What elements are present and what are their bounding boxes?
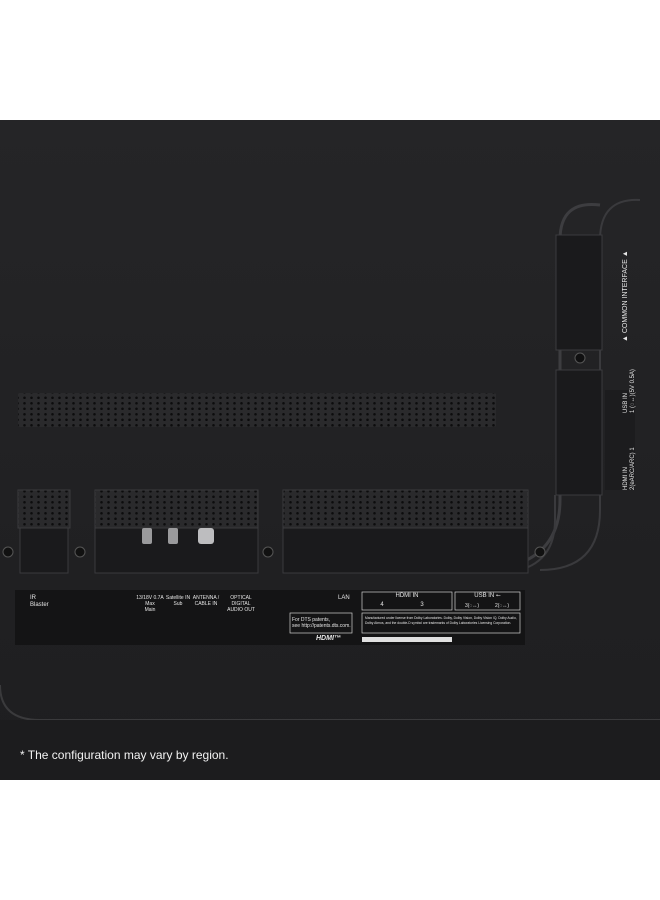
satellite-sub-connector xyxy=(168,528,178,544)
usb-in-label: USB IN ⭠ xyxy=(474,593,501,599)
hdmi-port-4-label: 4 xyxy=(380,602,384,608)
grille-block-antenna xyxy=(94,489,259,529)
dolby-notice: Manufactured under license from Dolby La… xyxy=(365,616,517,625)
label-strip xyxy=(15,590,525,645)
cable-cover-upper xyxy=(555,234,603,351)
frame-bottom xyxy=(0,720,660,780)
hdmi-port-3-label: 3 xyxy=(420,602,424,608)
tv-rear-panel-illustration xyxy=(0,120,660,780)
satellite-main-connector xyxy=(142,528,152,544)
grille-block-hdmi xyxy=(282,489,529,529)
tv-back-surface xyxy=(0,120,660,780)
usb-port-2-label: 2(◌↔) xyxy=(494,603,510,609)
common-interface-label: ▲ COMMON INTERFACE ▲ xyxy=(622,250,629,342)
region-footnote: * The configuration may vary by region. xyxy=(20,748,229,762)
grille-block-ir xyxy=(17,489,71,529)
serial-bar xyxy=(362,637,452,642)
cable-cover-lower xyxy=(555,369,603,496)
antenna-connector xyxy=(198,528,214,544)
usb-port-3-label: 3(◌↔) xyxy=(464,603,480,609)
cable-channel-outline xyxy=(400,202,601,567)
lan-label: LAN xyxy=(338,595,350,601)
hdmi-logo: HDMI™ xyxy=(316,635,341,642)
dts-notice: For DTS patents,see http://patents.dts.c… xyxy=(292,617,351,629)
vent-grille xyxy=(18,393,496,427)
hdmi-in-label: HDMI IN xyxy=(395,593,419,599)
antenna-label: ANTENNA /CABLE IN xyxy=(192,595,220,607)
